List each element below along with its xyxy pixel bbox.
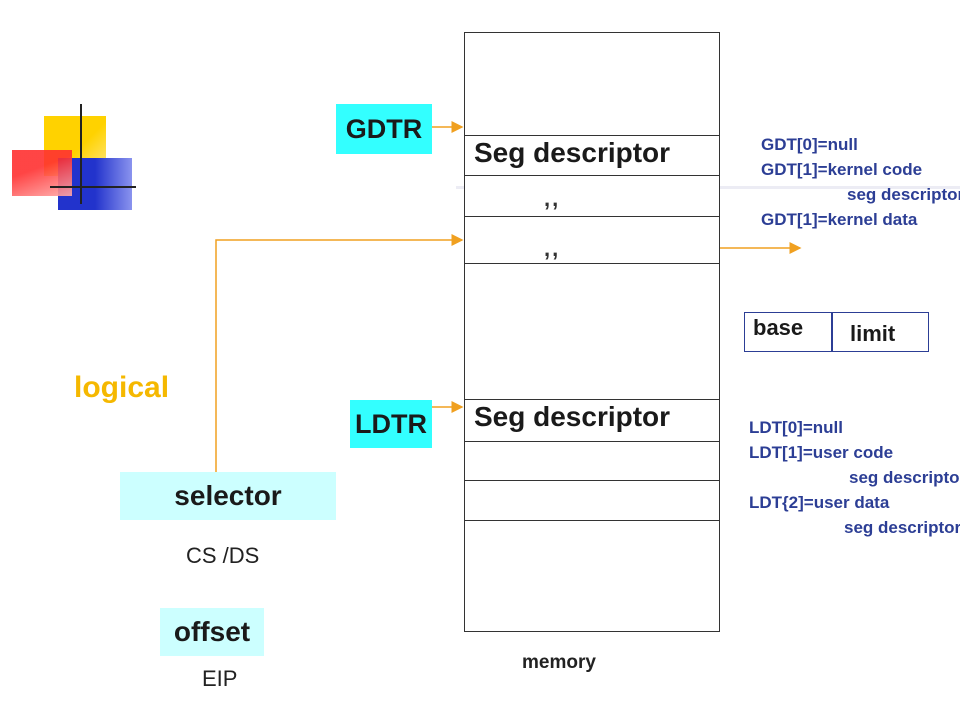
memory-divider [464,135,720,136]
memory-divider [464,441,720,442]
base-label: base [753,315,804,340]
gdt-note-line-2: GDT[1]=kernel code [761,160,923,179]
ldt-seg-descriptor: Seg descriptor [474,401,671,432]
descriptor-limit-field: limit [832,312,929,352]
gdtr-register: GDTR [336,104,432,154]
limit-label: limit [850,321,896,346]
descriptor-base-field: base [744,312,832,352]
memory-divider [464,263,720,264]
gdt-note-line-4: GDT[1]=kernel data [761,210,918,229]
gdt-note-line-1: GDT[0]=null [761,135,858,154]
offset-register-label: EIP [202,666,238,691]
memory-divider [464,480,720,481]
memory-divider [464,216,720,217]
ldt-note-line-4: LDT{2]=user data [749,493,890,512]
gdt-note-line-3: seg descriptor [847,185,960,204]
ldt-note-line-3: seg descriptor [849,468,960,487]
selector-register-label: CS /DS [186,543,260,568]
offset-box: offset [160,608,264,656]
ditto-mark-1: ,, [544,186,561,211]
memory-divider [464,520,720,521]
selector-box: selector [120,472,336,520]
memory-caption: memory [522,652,596,673]
ldt-note-line-1: LDT[0]=null [749,418,843,437]
ldt-note-line-2: LDT[1]=user code [749,443,894,462]
memory-divider [464,399,720,400]
gdt-seg-descriptor: Seg descriptor [474,137,671,168]
logical-label: logical [74,371,170,404]
ditto-mark-2: ,, [544,236,561,261]
memory-divider [464,175,720,176]
memory-column [464,32,720,632]
ldtr-register: LDTR [350,400,432,448]
selector-arrow [215,234,464,472]
ldt-note-line-5: seg descriptor [844,518,960,537]
